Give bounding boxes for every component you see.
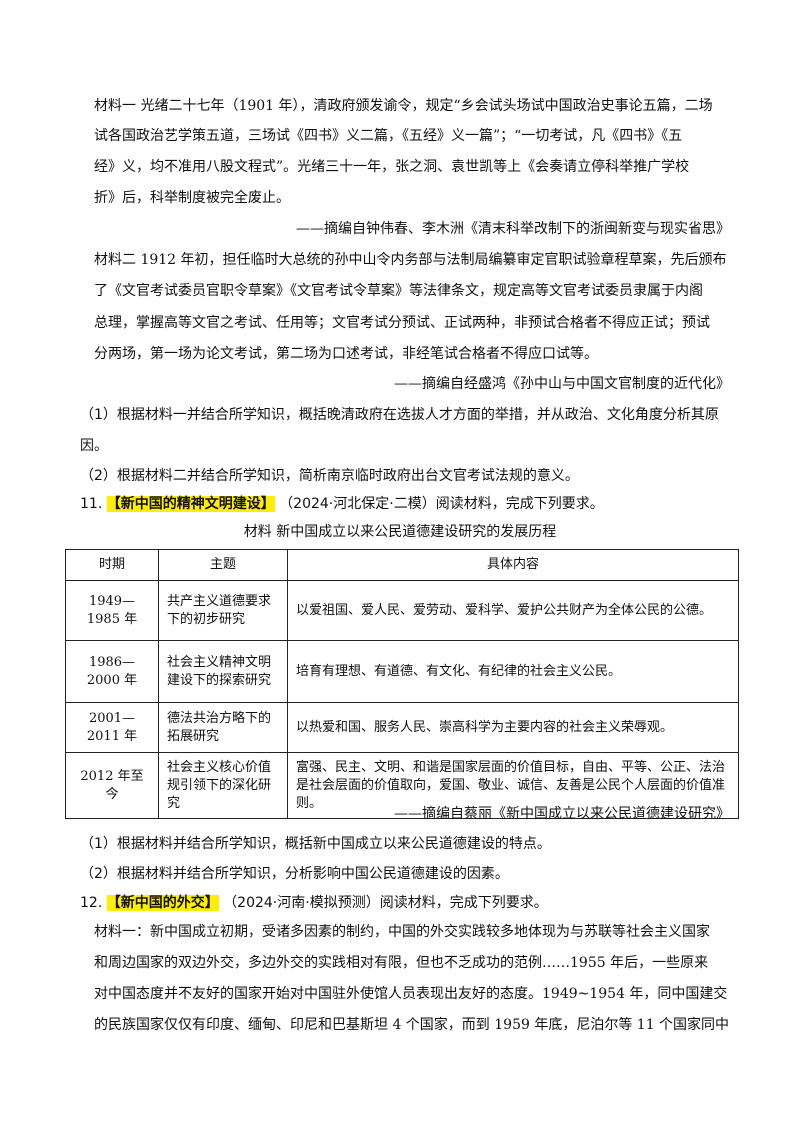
cell-theme: 社会主义核心价值规引领下的深化研究	[158, 752, 288, 819]
material2-source: ——摘编自经盛鸿《孙中山与中国文官制度的近代化》	[394, 376, 730, 392]
q11-topic-tag: 【新中国的精神文明建设】	[106, 496, 275, 512]
table-row: 1986—2000 年 社会主义精神文明建设下的探索研究 培育有理想、有道德、有…	[65, 640, 739, 703]
material1-line-1: 材料一 光绪二十七年（1901 年），清政府颁发谕令，规定“乡会试头场试中国政治…	[94, 98, 713, 114]
material1-source: ——摘编自钟伟春、李木洲《清末科举改制下的浙闽新变与现实省思》	[296, 221, 730, 237]
cell-content: 富强、民主、文明、和谐是国家层面的价值目标，自由、平等、公正、法治是社会层面的价…	[287, 752, 739, 819]
cell-theme: 社会主义精神文明建设下的探索研究	[158, 640, 288, 703]
table-source: ——摘编自蔡丽《新中国成立以来公民道德建设研究》	[394, 806, 730, 822]
cell-content: 以热爱和国、服务人民、崇高科学为主要内容的社会主义荣辱观。	[287, 702, 739, 753]
q11-subquestion-1: （1）根据材料并结合所学知识，概括新中国成立以来公民道德建设的特点。	[80, 836, 551, 852]
material1-line-4: 折》后，科举制度被完全废止。	[94, 190, 290, 206]
cell-period: 2012 年至今	[65, 752, 159, 819]
q10-subquestion-1: （1）根据材料一并结合所学知识，概括晚清政府在选拔人才方面的举措，并从政治、文化…	[80, 407, 719, 423]
material1-line-3: 经》义，均不准用八股文程式”。光绪三十一年，张之洞、袁世凯等上《会奏请立停科举推…	[94, 159, 690, 175]
q12-topic-tag: 【新中国的外交】	[106, 895, 219, 911]
moral-development-table: 时期 主题 具体内容 1949—1985 年 共产主义道德要求下的初步研究 以爱…	[65, 549, 739, 819]
table-row: 2001—2011 年 德法共治方略下的拓展研究 以热爱和国、服务人民、崇高科学…	[65, 702, 739, 753]
table-header-row: 时期 主题 具体内容	[65, 549, 739, 581]
cell-content: 培育有理想、有道德、有文化、有纪律的社会主义公民。	[287, 640, 739, 703]
material2-line-3: 总理，掌握高等文官之考试、任用等；文官考试分预试、正试两种，非预试合格者不得应正…	[94, 315, 710, 331]
q12-meta: （2024·河南·模拟预测）阅读材料，完成下列要求。	[223, 895, 548, 911]
q12-number: 12.	[80, 895, 103, 911]
cell-period: 2001—2011 年	[65, 702, 159, 753]
cell-theme: 德法共治方略下的拓展研究	[158, 702, 288, 753]
q11-subquestion-2: （2）根据材料并结合所学知识，分析影响中国公民道德建设的因素。	[80, 866, 509, 882]
q10-subquestion-1-cont: 因。	[80, 438, 108, 454]
material2-line-2: 了《文官考试委员官职令草案》《文官考试令草案》等法律条文，规定高等文官考试委员隶…	[94, 283, 703, 299]
cell-period: 1986—2000 年	[65, 640, 159, 703]
q11-header: 11. 【新中国的精神文明建设】 （2024·河北保定·二模）阅读材料，完成下列…	[80, 494, 604, 514]
q12-material-line-1: 材料一：新中国成立初期，受诸多因素的制约，中国的外交实践较多地体现为与苏联等社会…	[94, 924, 710, 940]
table-row: 2012 年至今 社会主义核心价值规引领下的深化研究 富强、民主、文明、和谐是国…	[65, 752, 739, 819]
cell-period: 1949—1985 年	[65, 580, 159, 641]
cell-theme: 共产主义道德要求下的初步研究	[158, 580, 288, 641]
table-row: 1949—1985 年 共产主义道德要求下的初步研究 以爱祖国、爱人民、爱劳动、…	[65, 580, 739, 641]
q12-material-line-2: 和周边国家的双边外交，多边外交的实践相对有限，但也不乏成功的范例……1955 年…	[94, 955, 709, 971]
q12-material-line-4: 的民族国家仅仅有印度、缅甸、印尼和巴基斯坦 4 个国家，而到 1959 年底，尼…	[94, 1017, 730, 1033]
material2-line-1: 材料二 1912 年初，担任临时大总统的孙中山令内务部与法制局编纂审定官职试验章…	[94, 252, 727, 268]
q11-meta: （2024·河北保定·二模）阅读材料，完成下列要求。	[279, 496, 604, 512]
header-theme: 主题	[158, 549, 288, 581]
material2-line-4: 分两场，第一场为论文考试，第二场为口述考试，非经笔试合格者不得应口试等。	[94, 346, 598, 362]
q10-subquestion-2: （2）根据材料二并结合所学知识，简析南京临时政府出台文官考试法规的意义。	[80, 468, 579, 484]
header-period: 时期	[65, 549, 159, 581]
header-content: 具体内容	[287, 549, 739, 581]
cell-content: 以爱祖国、爱人民、爱劳动、爱科学、爱护公共财产为全体公民的公德。	[287, 580, 739, 641]
material1-line-2: 试各国政治艺学策五道，三场试《四书》义二篇，《五经》义一篇”；“一切考试，凡《四…	[94, 128, 683, 144]
q11-number: 11.	[80, 496, 103, 512]
q12-material-line-3: 对中国态度并不友好的国家开始对中国驻外使馆人员表现出友好的态度。1949~195…	[94, 986, 728, 1002]
table-caption: 材料 新中国成立以来公民道德建设研究的发展历程	[243, 524, 557, 540]
q12-header: 12. 【新中国的外交】 （2024·河南·模拟预测）阅读材料，完成下列要求。	[80, 893, 548, 913]
